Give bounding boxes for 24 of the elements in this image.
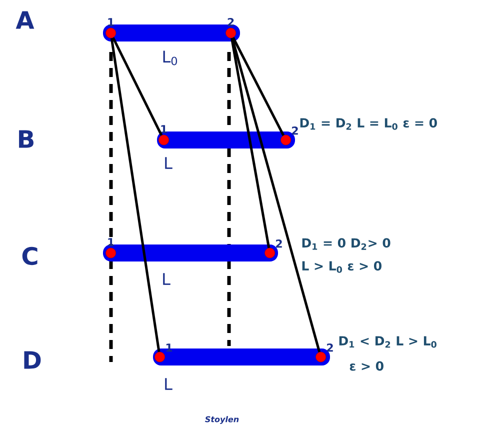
equation: D$_{1}$ = D$_{2}$ L = L$_{0}$ ε = 0 bbox=[300, 118, 437, 130]
connecting-line bbox=[230, 38, 270, 248]
connecting-line bbox=[110, 38, 160, 352]
node-label: 1 bbox=[161, 125, 167, 134]
node-label: 2 bbox=[276, 239, 282, 248]
length-label: L bbox=[163, 273, 170, 285]
length-label: L$_{0}$ bbox=[163, 50, 178, 66]
equation: ε > 0 bbox=[350, 361, 384, 371]
signature: Stoylen bbox=[205, 416, 239, 424]
equation: D$_{1}$ = 0 D$_{2}$> 0 bbox=[302, 238, 390, 250]
equation: L > L$_{0}$ ε > 0 bbox=[302, 261, 382, 273]
length-label: L bbox=[165, 378, 172, 390]
row-letter: D bbox=[24, 351, 41, 369]
node-label: 2 bbox=[228, 18, 234, 26]
node-label: 2 bbox=[292, 126, 298, 135]
bar bbox=[103, 244, 278, 262]
row-letter: A bbox=[16, 11, 34, 29]
node-label: 2 bbox=[327, 343, 333, 352]
node-label: 1 bbox=[108, 18, 114, 26]
length-label: L bbox=[165, 157, 172, 169]
row-letter: C bbox=[22, 246, 38, 266]
row-letter: B bbox=[19, 130, 34, 148]
bar bbox=[103, 24, 240, 42]
equation: D$_{1}$ < D$_{2}$ L > L$_{0}$ bbox=[339, 336, 436, 348]
